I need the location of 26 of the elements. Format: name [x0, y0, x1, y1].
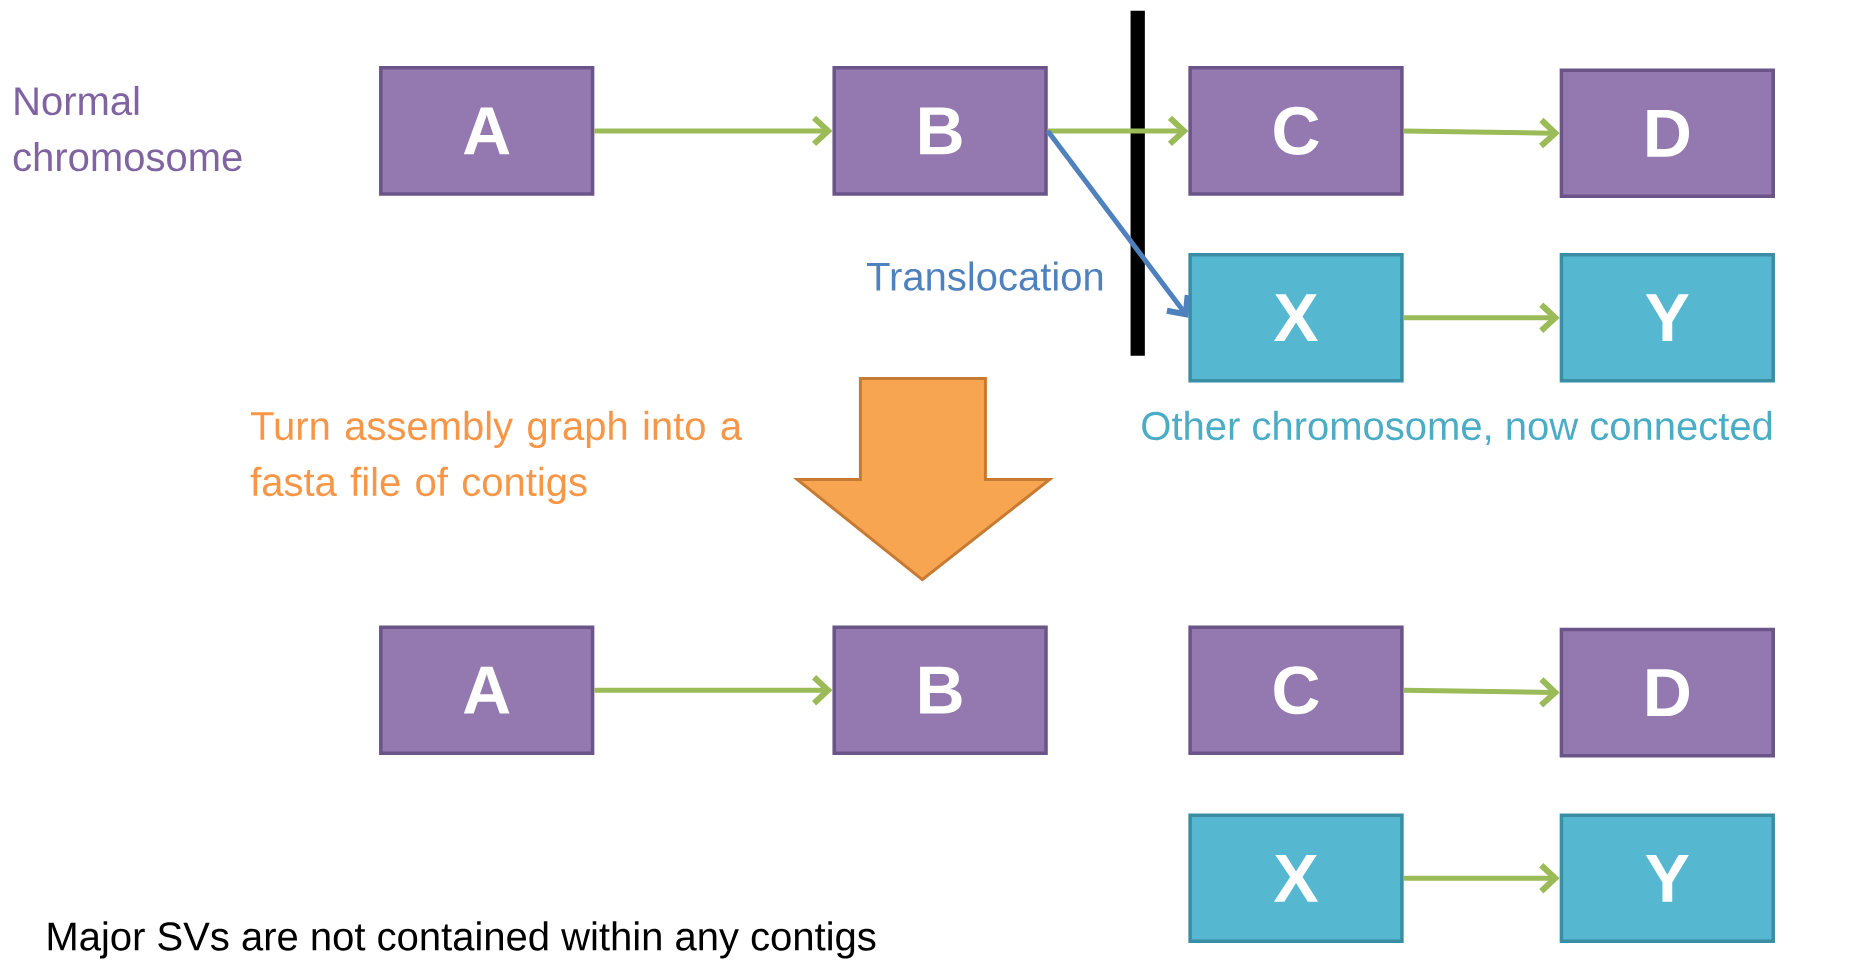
arrow	[1403, 677, 1560, 708]
letter-box: C	[1188, 66, 1404, 196]
arrow	[594, 675, 833, 706]
letter-box: X	[1188, 252, 1404, 383]
arrow	[594, 115, 833, 147]
arrow	[1403, 863, 1560, 894]
arrow	[1403, 117, 1560, 149]
letter-box: Y	[1559, 252, 1775, 383]
separator-bar	[1130, 10, 1145, 356]
letter-box: A	[379, 66, 595, 196]
text-label: Other chromosome, now connected	[1142, 410, 1772, 445]
text-label: Normal chromosome	[13, 85, 242, 172]
edge-label: Translocation	[865, 260, 1106, 292]
arrow	[1403, 302, 1560, 333]
letter-box: B	[832, 625, 1048, 755]
letter-box: Y	[1559, 813, 1775, 944]
text-label: Turn assembly graph into a fasta file of contigs	[250, 410, 743, 505]
arrow	[1045, 129, 1191, 318]
arrow	[1047, 115, 1189, 147]
letter-box: C	[1188, 625, 1404, 755]
letter-box: B	[832, 66, 1048, 196]
letter-box: A	[379, 625, 595, 755]
letter-box: X	[1188, 813, 1404, 944]
letter-box: D	[1559, 627, 1775, 758]
text-label: Major SVs are not contained within any contigs	[48, 921, 876, 959]
letter-box: D	[1559, 68, 1775, 199]
